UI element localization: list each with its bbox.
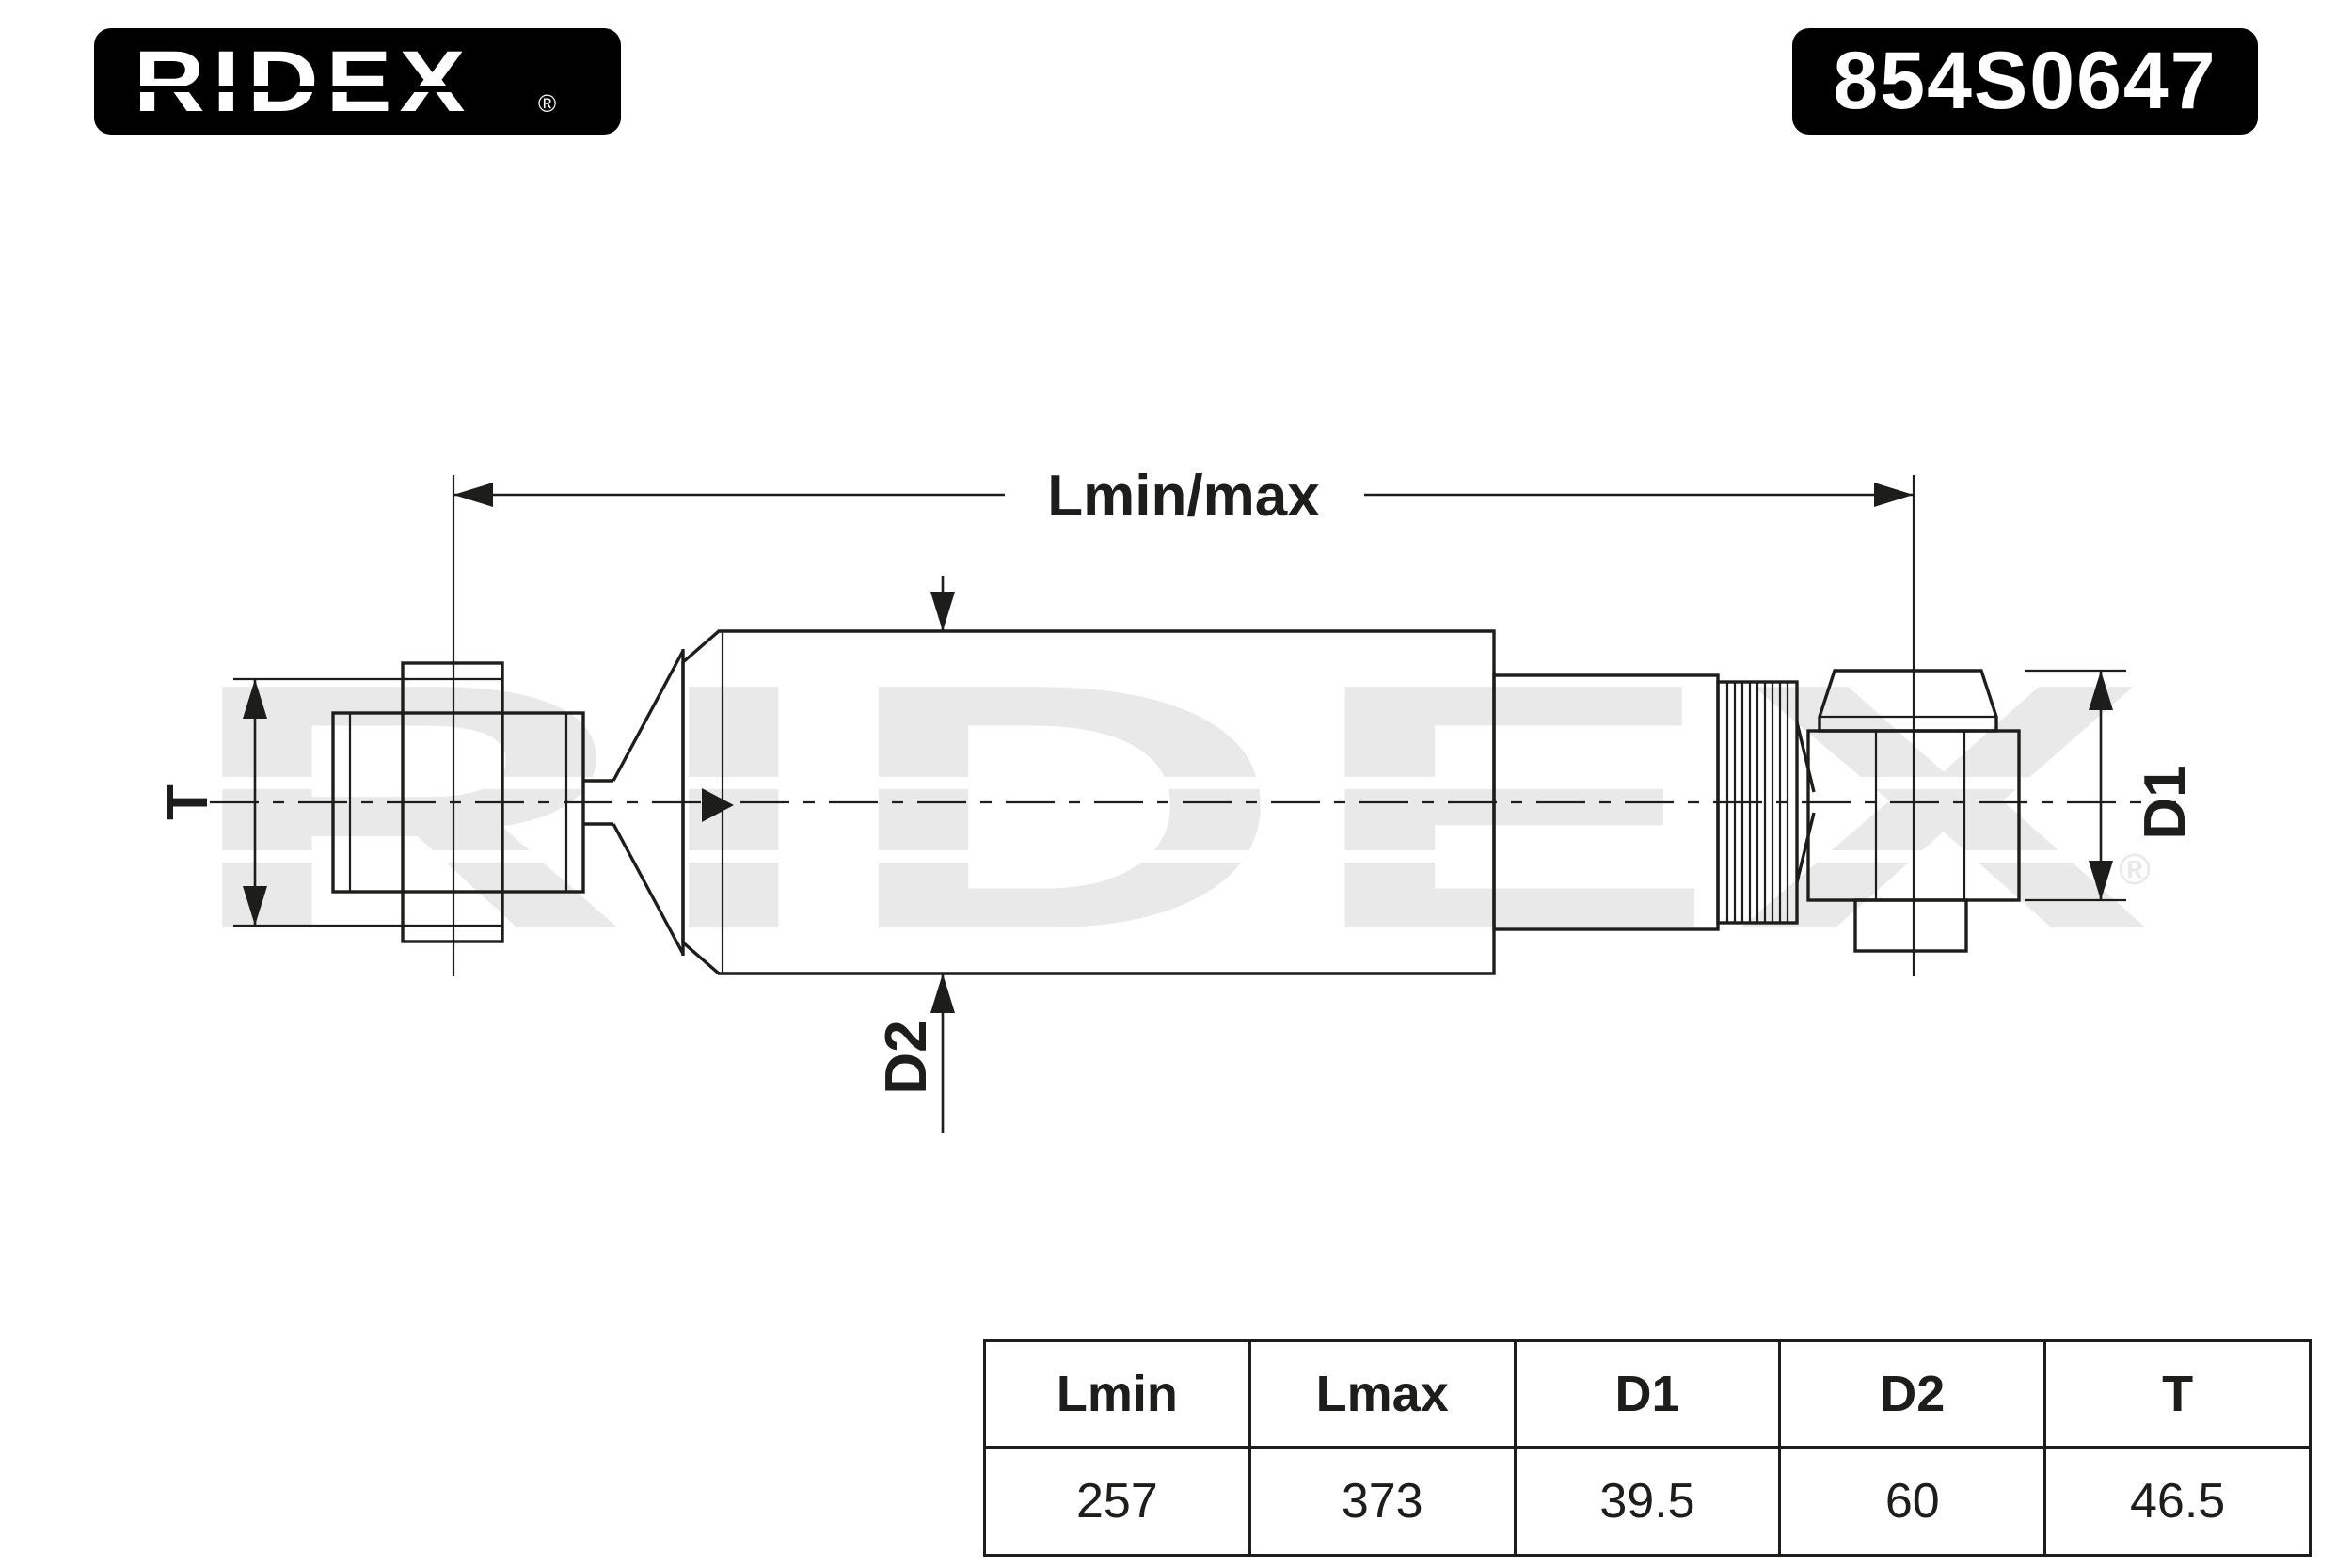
table-header-cell-t: T: [2043, 1339, 2312, 1449]
watermark-registered-icon: ®: [2119, 845, 2151, 894]
table-header-row: Lmin Lmax D1 D2 T: [983, 1339, 2312, 1449]
right-mount: [1795, 669, 2021, 953]
part-number: 854S0647: [1833, 36, 2217, 126]
dimension-length: Lmin/max: [453, 464, 1914, 529]
dimension-d1: D1: [2025, 669, 2198, 902]
cap-marker: [702, 788, 734, 822]
table-header-cell-lmax: Lmax: [1248, 1339, 1517, 1449]
brand-logo-text: RIDEX: [134, 33, 473, 130]
watermark-stencil-stripe: [174, 777, 2180, 789]
dimension-t: T: [155, 677, 408, 927]
threaded-section: [1716, 680, 1799, 925]
table-header-cell-d1: D1: [1513, 1339, 1782, 1449]
table-value-cell-d1: 39.5: [1513, 1446, 1782, 1557]
dimensions-table: Lmin Lmax D1 D2 T 257 373 39.5 60 46.5: [983, 1339, 2312, 1557]
watermark-text: RIDEX: [181, 610, 2168, 1002]
table-header-cell-d2: D2: [1778, 1339, 2047, 1449]
table-value-cell-lmin: 257: [983, 1446, 1251, 1557]
watermark-stencil-stripe: [174, 850, 2180, 863]
table-value-cell-d2: 60: [1778, 1446, 2047, 1557]
watermark: RIDEX ®: [174, 610, 2180, 1002]
main-tube: [681, 629, 1496, 975]
part-number-badge: 854S0647: [1792, 28, 2258, 135]
table-value-cell-t: 46.5: [2043, 1446, 2312, 1557]
d2-dimension-label: D2: [874, 1020, 939, 1094]
table-value-row: 257 373 39.5 60 46.5: [983, 1446, 2312, 1557]
brand-badge: RIDEX ®: [94, 28, 621, 135]
table-value-cell-lmax: 373: [1248, 1446, 1517, 1557]
d1-dimension-label: D1: [2133, 765, 2198, 839]
dimension-d2: D2: [874, 576, 955, 1133]
registered-trademark-icon: ®: [538, 89, 557, 118]
length-dimension-label: Lmin/max: [1047, 464, 1320, 529]
t-dimension-label: T: [155, 784, 220, 820]
table-header-cell-lmin: Lmin: [983, 1339, 1251, 1449]
logo-stencil-stripe: [132, 86, 527, 92]
